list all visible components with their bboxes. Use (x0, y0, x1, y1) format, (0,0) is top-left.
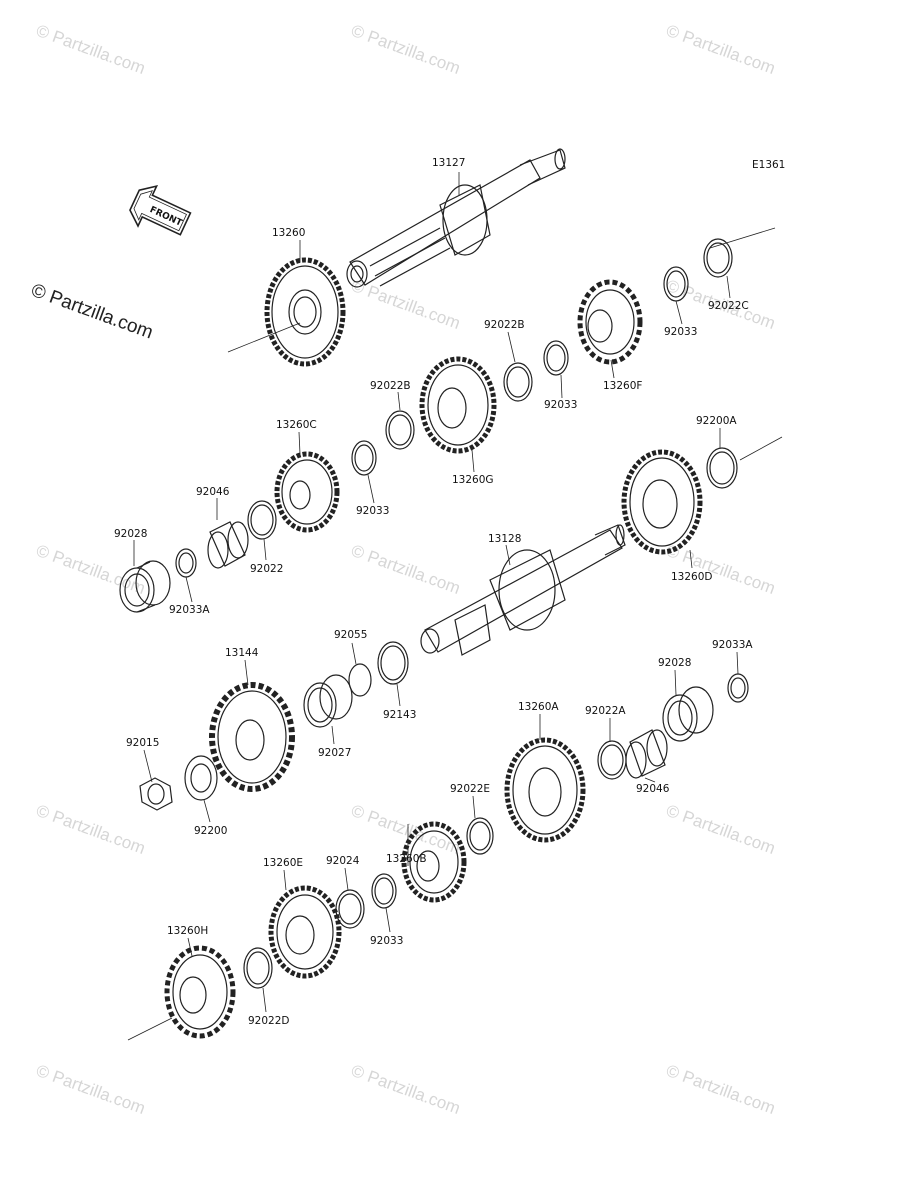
needle-bearing-92046-b (625, 729, 668, 779)
seal-92143 (377, 641, 409, 685)
part-labels: 13127 13260 92022B 92022B 13260C 92046 9… (114, 157, 753, 1027)
circlip-92033A-a (175, 548, 197, 578)
label-13260F: 13260F (603, 380, 642, 392)
gear-13260G (419, 356, 497, 454)
label-13260E: 13260E (263, 857, 303, 869)
label-92143: 92143 (383, 709, 416, 721)
label-92046-a: 92046 (196, 486, 230, 498)
label-92022B-b: 92022B (370, 380, 411, 392)
label-13260G: 13260G (452, 474, 494, 486)
label-92055: 92055 (334, 629, 367, 641)
label-92033-b: 92033 (544, 399, 577, 411)
circlip-92033A-b (727, 673, 749, 703)
label-13260C: 13260C (276, 419, 317, 431)
label-92027: 92027 (318, 747, 351, 759)
label-92033-c: 92033 (356, 505, 389, 517)
washer-92200A (706, 447, 738, 489)
lock-washer-92200 (184, 755, 218, 801)
gear-13260B (401, 821, 467, 903)
diagram-code: E1361 (752, 159, 785, 171)
o-ring-92055 (348, 663, 372, 697)
circlip-92033-c (351, 440, 377, 476)
washer-92022 (247, 500, 277, 540)
label-92200A: 92200A (696, 415, 737, 427)
watermark: © Partzilla.com (664, 541, 778, 598)
label-92022A: 92022A (585, 705, 626, 717)
label-92028-a: 92028 (114, 528, 147, 540)
label-92024: 92024 (326, 855, 360, 867)
gear-13260 (264, 257, 346, 367)
washer-92022B-a (503, 362, 533, 402)
output-shaft-13128 (420, 524, 626, 656)
label-92022E: 92022E (450, 783, 490, 795)
watermark: © Partzilla.com (349, 1061, 463, 1118)
label-13260H: 13260H (167, 925, 208, 937)
gear-13260D (621, 449, 703, 555)
watermark: © Partzilla.com (34, 21, 148, 78)
gear-13260A (504, 737, 586, 843)
label-13260A: 13260A (518, 701, 559, 713)
gear-13260C (274, 451, 340, 533)
watermark: © Partzilla.com (664, 1061, 778, 1118)
watermark: © Partzilla.com (349, 541, 463, 598)
gear-13260H (164, 945, 236, 1039)
watermark: © Partzilla.com (664, 21, 778, 78)
label-92033A-a: 92033A (169, 604, 210, 616)
label-92022C: 92022C (708, 300, 749, 312)
gear-13260F (577, 279, 643, 365)
input-shaft-13127 (346, 148, 566, 288)
watermark-layer: © Partzilla.com © Partzilla.com © Partzi… (28, 21, 777, 1118)
axis-lines (127, 227, 783, 1041)
label-13128: 13128 (488, 533, 521, 545)
label-92033A-b: 92033A (712, 639, 753, 651)
label-13127: 13127 (432, 157, 465, 169)
washer-92022E (466, 817, 494, 855)
leader-lines (133, 172, 739, 1013)
bearing-92028-a (119, 560, 171, 613)
watermark: © Partzilla.com (349, 801, 463, 858)
label-92033-upper: 92033 (664, 326, 697, 338)
gear-13260E (268, 885, 342, 979)
washer-92022B-b (385, 410, 415, 450)
needle-bearing-92046-a (207, 521, 249, 569)
label-92022B-a: 92022B (484, 319, 525, 331)
watermark: © Partzilla.com (34, 1061, 148, 1118)
bearing-92028-b (662, 686, 714, 742)
watermark: © Partzilla.com (34, 801, 148, 858)
watermark: © Partzilla.com (664, 801, 778, 858)
collar-92027 (303, 674, 353, 728)
label-13260: 13260 (272, 227, 305, 239)
circlip-92033-d (371, 873, 397, 909)
sprocket-13144 (209, 682, 295, 792)
label-92200: 92200 (194, 825, 227, 837)
washer-92022C (703, 238, 733, 278)
watermark-main: © Partzilla.com (28, 280, 155, 344)
label-92015: 92015 (126, 737, 159, 749)
label-92028-b: 92028 (658, 657, 691, 669)
watermark: © Partzilla.com (349, 21, 463, 78)
label-92033-d: 92033 (370, 935, 403, 947)
label-13260B: 13260B (386, 853, 427, 865)
nut-92015 (139, 777, 173, 811)
label-13144: 13144 (225, 647, 259, 659)
label-13260D: 13260D (671, 571, 713, 583)
circlip-92033-b (543, 340, 569, 376)
washer-92022D (243, 947, 273, 989)
label-92022D: 92022D (248, 1015, 290, 1027)
front-arrow-icon: FRONT (129, 184, 192, 236)
label-92022: 92022 (250, 563, 283, 575)
washer-92022A (597, 740, 627, 780)
label-92046-b: 92046 (636, 783, 670, 795)
